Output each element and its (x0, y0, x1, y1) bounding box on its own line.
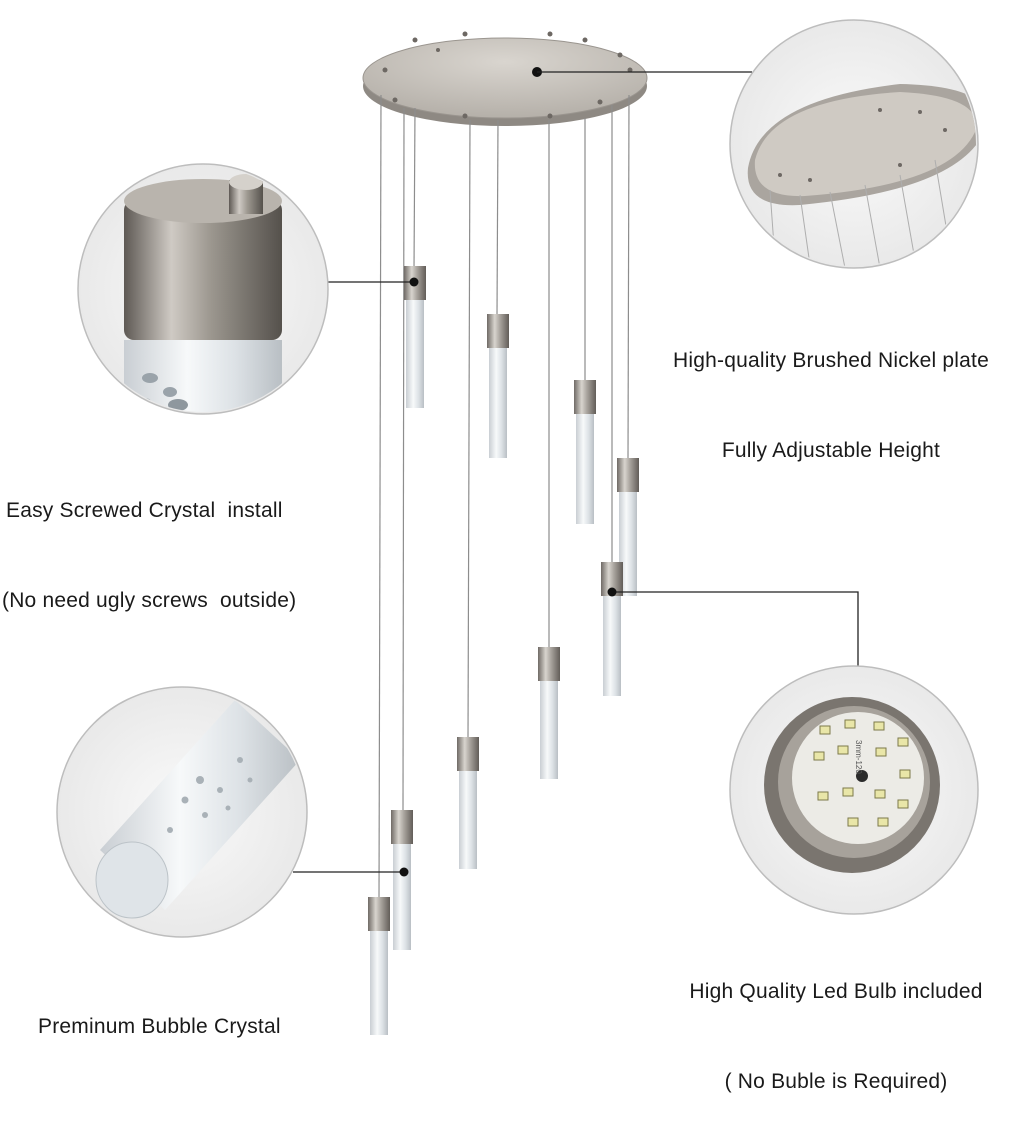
plate-caption-line2: Fully Adjustable Height (721, 439, 941, 462)
ceiling-plate (362, 31, 648, 126)
bubble-crystal-closeup-icon (56, 686, 308, 938)
pendant-lamp (601, 562, 623, 696)
pendant-lamp (617, 458, 639, 596)
screw-cap-closeup-icon (77, 163, 329, 415)
led-caption-line1: High Quality Led Bulb included (689, 980, 983, 1003)
screw-caption-line2: (No need ugly screws outside) (2, 589, 297, 612)
ceiling-plate-closeup-icon (729, 19, 979, 269)
bubble-caption: Preminum Bubble Crystal (38, 952, 281, 1072)
screw-caption: Easy Screwed Crystal install (No need ug… (2, 436, 296, 646)
pendant-lamp (391, 810, 413, 950)
led-bulb-closeup-icon: 3mm-120 (729, 665, 979, 915)
screw-caption-line1: Easy Screwed Crystal install (6, 499, 283, 522)
pendant-lamp (487, 314, 509, 458)
pendant-lamp (538, 647, 560, 779)
led-caption: High Quality Led Bulb included ( No Bubl… (648, 917, 1024, 1127)
bubble-caption-line1: Preminum Bubble Crystal (38, 1015, 281, 1038)
led-chip-label: 3mm-120 (854, 740, 863, 774)
leader-lines (293, 71, 859, 877)
pendant-lamp (457, 737, 479, 869)
pendant-group (368, 266, 639, 1035)
pendant-lamp (368, 897, 390, 1035)
suspension-wires (378, 94, 630, 901)
led-caption-line2: ( No Buble is Required) (724, 1070, 948, 1093)
plate-caption-line1: High-quality Brushed Nickel plate (673, 349, 989, 372)
pendant-lamp (404, 266, 426, 408)
product-illustration: 3mm-120 (56, 19, 979, 1035)
pendant-lamp (574, 380, 596, 524)
plate-caption: High-quality Brushed Nickel plate Fully … (636, 286, 1024, 496)
